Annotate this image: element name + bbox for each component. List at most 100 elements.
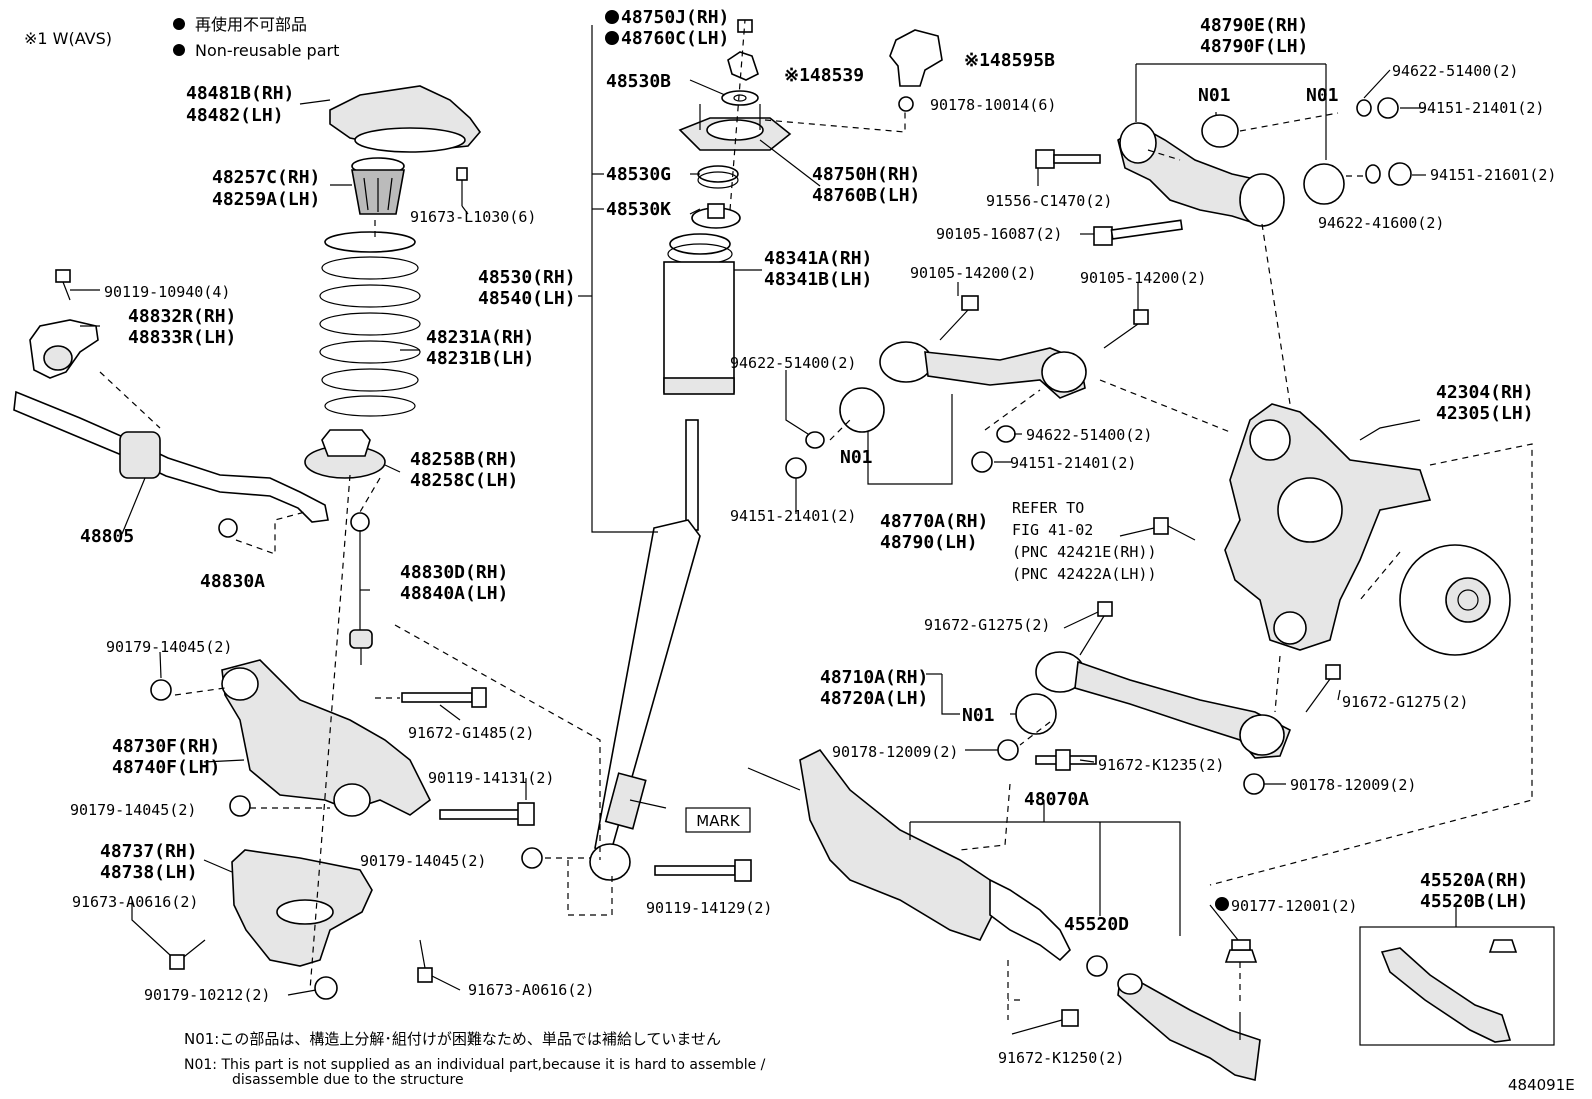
label-91672-G1275-b: 91672-G1275(2) <box>1342 693 1468 711</box>
bolt-90119-14129 <box>654 859 752 882</box>
washer-94622-51400-b <box>805 431 825 449</box>
label-48070A: 48070A <box>1024 789 1089 810</box>
label-48740F: 48740F(LH) <box>112 757 220 778</box>
shock-absorber-48530 <box>589 419 701 881</box>
label-90119-14131: 90119-14131(2) <box>428 769 554 787</box>
refer-line-3: (PNC 42421E(RH)) <box>1012 543 1157 561</box>
label-94622-51400-b: 94622-51400(2) <box>730 354 856 372</box>
label-48540: 48540(LH) <box>478 288 576 309</box>
bound-stopper-48530K <box>691 203 741 229</box>
stabilizer-link-48830D <box>349 512 373 665</box>
tie-rod-arm <box>1117 973 1261 1081</box>
upper-arm-48790E <box>1117 122 1285 227</box>
label-90105-16087: 90105-16087(2) <box>936 225 1062 243</box>
label-48805: 48805 <box>80 526 134 547</box>
non-reusable-bullet-icon <box>605 31 619 45</box>
label-90119-14129: 90119-14129(2) <box>646 899 772 917</box>
label-48539: ※148539 <box>784 65 864 86</box>
note-n01-en-1: N01: This part is not supplied as an ind… <box>184 1057 766 1073</box>
label-90177-12001: 90177-12001(2) <box>1231 897 1357 915</box>
bolt-91672-G1275-b <box>1305 664 1341 713</box>
non-reusable-bullet-icon <box>173 44 185 56</box>
bolt-90105-14200-a <box>939 295 979 341</box>
bushing-n01-a <box>1201 114 1239 148</box>
label-48231A: 48231A(RH) <box>426 327 534 348</box>
lower-link-48710A <box>1035 651 1292 759</box>
washer-94622-41600 <box>1365 164 1381 184</box>
label-48760B: 48760B(LH) <box>812 185 920 206</box>
label-90119-10940: 90119-10940(4) <box>104 283 230 301</box>
upper-mount-48481B <box>329 85 482 153</box>
label-48830A: 48830A <box>200 571 265 592</box>
label-48530K: 48530K <box>606 199 671 220</box>
tie-rod-end-45520D <box>1086 955 1108 977</box>
label-n01-c: N01 <box>840 447 873 468</box>
label-48833R: 48833R(LH) <box>128 327 236 348</box>
nut-90178-10014 <box>898 96 914 112</box>
label-91673-A0616-b: 91673-A0616(2) <box>468 981 594 999</box>
bump-stopper-48257C <box>351 157 405 215</box>
dust-cover-48341A <box>663 233 735 395</box>
label-90179-14045-c: 90179-14045(2) <box>360 852 486 870</box>
non-reusable-en: Non-reusable part <box>195 41 339 60</box>
refer-line-1: REFER TO <box>1012 499 1084 517</box>
label-91672-G1275-a: 91672-G1275(2) <box>924 616 1050 634</box>
bolt-91673-L1030 <box>456 167 468 206</box>
nut-90179-14045-c <box>521 847 543 869</box>
bolt-refer <box>1153 517 1196 541</box>
label-91673-L1030: 91673-L1030(6) <box>410 208 536 226</box>
label-48231B: 48231B(LH) <box>426 348 534 369</box>
label-48257C: 48257C(RH) <box>212 167 320 188</box>
label-48530: 48530(RH) <box>478 267 576 288</box>
label-90179-10212: 90179-10212(2) <box>144 986 270 1004</box>
label-91672-K1250: 91672-K1250(2) <box>998 1049 1124 1067</box>
label-90178-12009-a: 90178-12009(2) <box>832 743 958 761</box>
part-labels: 48481B(RH) 48482(LH) 48257C(RH) 48259A(L… <box>70 7 1556 1067</box>
label-48710A: 48710A(RH) <box>820 667 928 688</box>
non-reusable-bullet-icon <box>605 10 619 24</box>
label-48760C: 48760C(LH) <box>621 28 729 49</box>
bushing-n01-c <box>839 387 885 433</box>
mark-box <box>685 807 751 833</box>
label-48530G: 48530G <box>606 164 671 185</box>
label-48481B: 48481B(RH) <box>186 83 294 104</box>
label-48750H: 48750H(RH) <box>812 164 920 185</box>
nut-94151-21601 <box>1388 162 1412 186</box>
label-94151-21401-a: 94151-21401(2) <box>1418 99 1544 117</box>
washer-94622-51400-c <box>996 425 1016 443</box>
label-90179-14045-a: 90179-14045(2) <box>106 638 232 656</box>
label-94622-41600: 94622-41600(2) <box>1318 214 1444 232</box>
label-48720A: 48720A(LH) <box>820 688 928 709</box>
label-45520B: 45520B(LH) <box>1420 891 1528 912</box>
label-94151-21601: 94151-21601(2) <box>1430 166 1556 184</box>
label-n01-d: N01 <box>962 705 995 726</box>
nut-90178-12009-b <box>1243 773 1265 795</box>
label-48730F: 48730F(RH) <box>112 736 220 757</box>
bolt-90119-10940 <box>55 269 71 301</box>
refer-line-2: FIG 41-02 <box>1012 521 1093 539</box>
label-n01-a: N01 <box>1198 85 1231 106</box>
knuckle-42304 <box>1224 403 1432 651</box>
label-90105-14200-b: 90105-14200(2) <box>1080 269 1206 287</box>
nut-90179-14045-a <box>150 679 172 701</box>
bushing-bracket-48832R <box>29 319 99 379</box>
bolt-91672-G1485 <box>401 687 487 708</box>
stabilizer-bar-48805 <box>13 390 329 523</box>
bracket-48539 <box>727 51 759 81</box>
label-48258C: 48258C(LH) <box>410 470 518 491</box>
bushing-n01-d <box>1015 693 1057 735</box>
label-48595B: ※148595B <box>964 50 1055 71</box>
upper-arm-48770A <box>879 341 1087 399</box>
refer-line-4: (PNC 42422A(LH)) <box>1012 565 1157 583</box>
figure-code: 484091E <box>1508 1076 1575 1094</box>
bolt-91672-K1250 <box>1011 1009 1079 1035</box>
label-48341B: 48341B(LH) <box>764 269 872 290</box>
lower-arm-cover-48737 <box>231 849 373 967</box>
nut-90179-14045-b <box>229 795 251 817</box>
nut-94151-21401-c <box>971 451 993 473</box>
spring-seat-48258B <box>304 429 386 479</box>
bolt-91673-A0616-a <box>169 939 206 970</box>
footnotes: N01:この部品は、構造上分解･組付けが困難なため、単品では補給していません N… <box>184 1030 1575 1094</box>
label-90178-12009-b: 90178-12009(2) <box>1290 776 1416 794</box>
label-91556-C1470: 91556-C1470(2) <box>986 192 1112 210</box>
